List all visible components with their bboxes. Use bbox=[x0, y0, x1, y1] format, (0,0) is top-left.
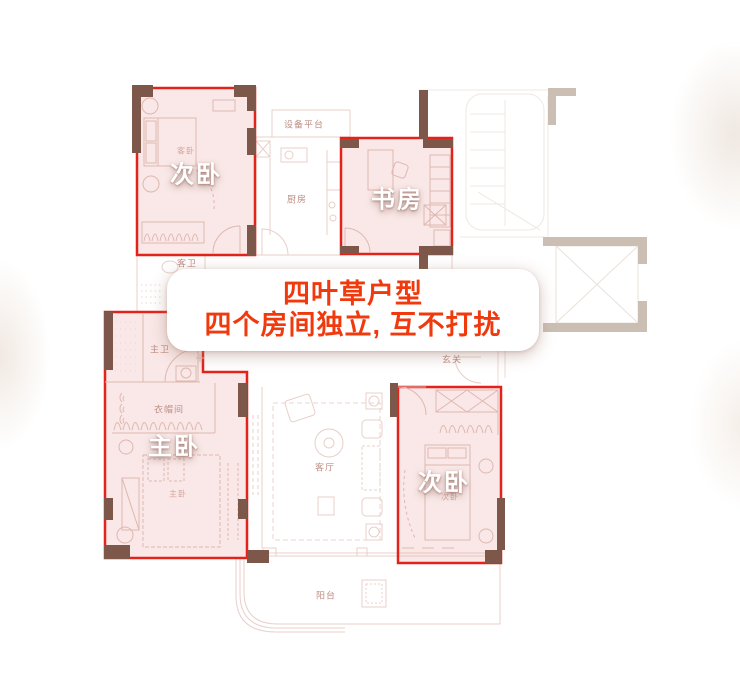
label-balcony: 阳台 bbox=[315, 590, 337, 601]
label-guest-bath: 客卫 bbox=[176, 258, 198, 269]
room-label-master-bedroom: 主卧 bbox=[148, 433, 200, 461]
room-furniture bbox=[105, 97, 499, 549]
room-bedroom-top bbox=[135, 86, 257, 257]
callout-line1: 四叶草户型 bbox=[283, 279, 423, 309]
room-label-study: 书房 bbox=[371, 186, 423, 214]
background-blob-top-right bbox=[670, 40, 740, 230]
room-bedroom-bottom bbox=[396, 385, 503, 565]
neighbor-wall-segments bbox=[543, 88, 647, 332]
label-living-room: 客厅 bbox=[314, 462, 336, 473]
wall-segments bbox=[104, 85, 505, 563]
sublabel-bedroom-bottom: 次卧 bbox=[441, 492, 459, 502]
background-blob-left bbox=[0, 260, 50, 450]
sublabel-guest-bedroom: 客卧 bbox=[177, 146, 195, 156]
callout-bubble: 四叶草户型 四个房间独立, 互不打扰 bbox=[167, 269, 539, 351]
label-equipment-platform: 设备平台 bbox=[283, 119, 325, 130]
sublabel-master-bedroom: 主卧 bbox=[169, 489, 187, 499]
label-kitchen: 厨房 bbox=[286, 194, 308, 205]
room-label-bedroom-bottom: 次卧 bbox=[418, 469, 470, 497]
callout-line2: 四个房间独立, 互不打扰 bbox=[204, 310, 502, 340]
label-cloakroom: 衣帽间 bbox=[153, 404, 185, 415]
highlighted-rooms bbox=[103, 86, 503, 565]
label-master-bath: 主卫 bbox=[149, 344, 171, 355]
room-label-bedroom-top: 次卧 bbox=[170, 161, 222, 189]
label-foyer: 玄关 bbox=[441, 354, 463, 365]
background-blob-right bbox=[690, 340, 740, 510]
